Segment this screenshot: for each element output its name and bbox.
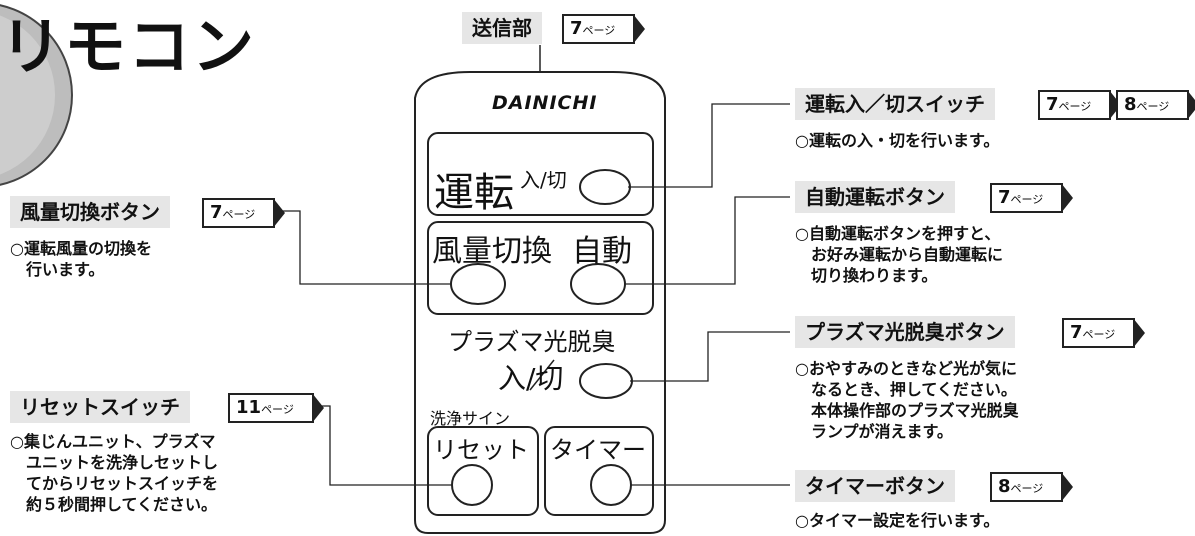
reset-button-shape [451, 464, 493, 506]
title-circle-shade [0, 15, 55, 175]
airflow-button-label: 風量切換ボタン [10, 196, 170, 228]
plasma-label: プラズマ光脱臭 [448, 328, 616, 356]
plasma-button-shape [579, 363, 633, 399]
timer-panel [544, 426, 654, 516]
title-circle [0, 4, 73, 186]
auto-button-shape [570, 263, 626, 305]
timer-button-page-ref: 8ページ [990, 472, 1074, 502]
run-switch-desc: ○運転の入・切を行います。 [795, 131, 1000, 150]
plasma-button-desc: ○おやすみのときなど光が気に なるとき、押してください。 本体操作部のプラズマ光… [795, 359, 1019, 441]
auto-label: 自動 [572, 234, 632, 269]
auto-button-desc: ○自動運転ボタンを押すと、 お好み運転から自動運転に 切り換わります。 [795, 224, 1004, 285]
plasma-leader [630, 331, 790, 382]
transmitter-page-ref: 7ページ [562, 14, 646, 44]
run-switch-label: 運転入／切スイッチ [795, 88, 995, 120]
transmitter-label: 送信部 [462, 12, 542, 44]
auto-leader [624, 196, 790, 285]
run-onoff-label: 入/切 [520, 168, 567, 192]
run-switch-page-ref-2: 8ページ [1116, 90, 1195, 120]
brand-logo: DAINICHI [492, 92, 598, 114]
plasma-onoff-label: 入/切 [498, 362, 564, 395]
airflow-panel [427, 221, 654, 315]
run-switch-page-ref-1: 7ページ [1038, 90, 1122, 120]
run-label: 運転 [434, 170, 514, 216]
auto-button-label: 自動運転ボタン [795, 181, 955, 213]
auto-button-page-ref: 7ページ [990, 183, 1074, 213]
timer-button-label: タイマーボタン [795, 470, 955, 502]
plasma-button-page-ref: 7ページ [1062, 318, 1146, 348]
wash-sign-label: 洗浄サイン [430, 409, 511, 428]
airflow-leader [282, 210, 452, 285]
timer-button-shape [590, 464, 632, 506]
page-title: リモコン [0, 10, 257, 83]
airflow-button-page-ref: 7ページ [202, 198, 286, 228]
timer-button-desc: ○タイマー設定を行います。 [795, 511, 1000, 530]
reset-switch-label: リセットスイッチ [10, 391, 190, 423]
run-button-shape [579, 169, 631, 205]
airflow-label: 風量切換 [432, 234, 552, 269]
airflow-button-shape [450, 263, 506, 305]
reset-switch-desc: ○集じんユニット、プラズマ ユニットを洗浄しセットし てからリセットスイッチを … [10, 432, 219, 514]
plasma-slash [529, 359, 555, 391]
plasma-button-label: プラズマ光脱臭ボタン [795, 316, 1015, 348]
run-panel [427, 132, 654, 216]
run-leader [628, 103, 790, 188]
reset-switch-page-ref: 11ページ [228, 393, 324, 423]
reset-label: リセット [433, 436, 529, 464]
airflow-button-desc: ○運転風量の切換を 行います。 [10, 239, 152, 279]
timer-label: タイマー [550, 436, 646, 464]
reset-panel [427, 426, 539, 516]
